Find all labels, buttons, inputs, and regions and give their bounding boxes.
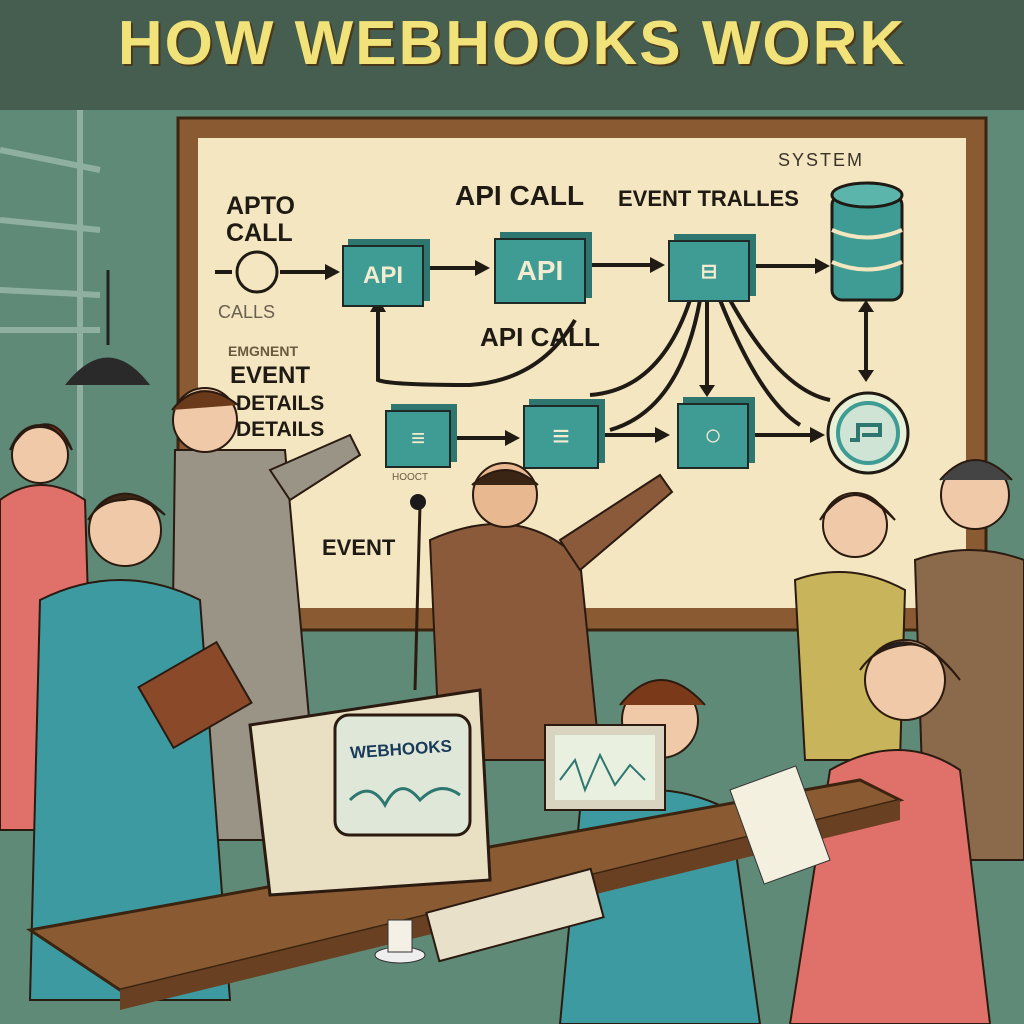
label-api-call-top: API CALL xyxy=(455,180,585,211)
hanging-lamp-icon xyxy=(65,270,150,385)
label-calls: CALLS xyxy=(218,302,276,322)
window-frame xyxy=(0,110,101,520)
label-system: SYSTEM xyxy=(778,150,865,170)
paper xyxy=(729,765,831,885)
event-details-box-icon: ≡ xyxy=(385,410,451,468)
event-box-icon: ⊟ xyxy=(668,240,750,302)
processor-box-icon: ○ xyxy=(677,403,749,469)
event-list-box-icon: ≡ xyxy=(523,405,599,469)
label-event: EVENT xyxy=(230,362,311,389)
arrowheads xyxy=(325,257,874,446)
label-event-bottom: EVENT xyxy=(322,535,396,560)
api-box-2: API xyxy=(494,238,586,304)
coffee-cup-icon xyxy=(374,919,426,964)
database-icon xyxy=(830,181,904,302)
label-api-call-mid: API CALL xyxy=(480,322,600,352)
label-apto: APTO xyxy=(226,192,295,220)
start-node-icon xyxy=(235,250,279,294)
label-event-tralles: EVENT TRALLES xyxy=(618,186,799,211)
crt-monitor xyxy=(248,494,492,897)
label-call: CALL xyxy=(226,219,293,247)
label-details-2: DETAILS xyxy=(236,418,325,441)
webhook-endpoint-icon xyxy=(826,391,910,475)
label-emgnent: EMGNENT xyxy=(228,343,298,359)
api-box-1: API xyxy=(342,245,424,307)
label-details-1: DETAILS xyxy=(236,392,325,415)
diagram-arrows xyxy=(215,263,868,440)
page-title: HOW WEBHOOKS WORK xyxy=(117,9,907,78)
keyboard xyxy=(425,867,605,963)
label-hooct: HOOCT xyxy=(392,472,429,483)
laptop-icon xyxy=(544,724,666,811)
